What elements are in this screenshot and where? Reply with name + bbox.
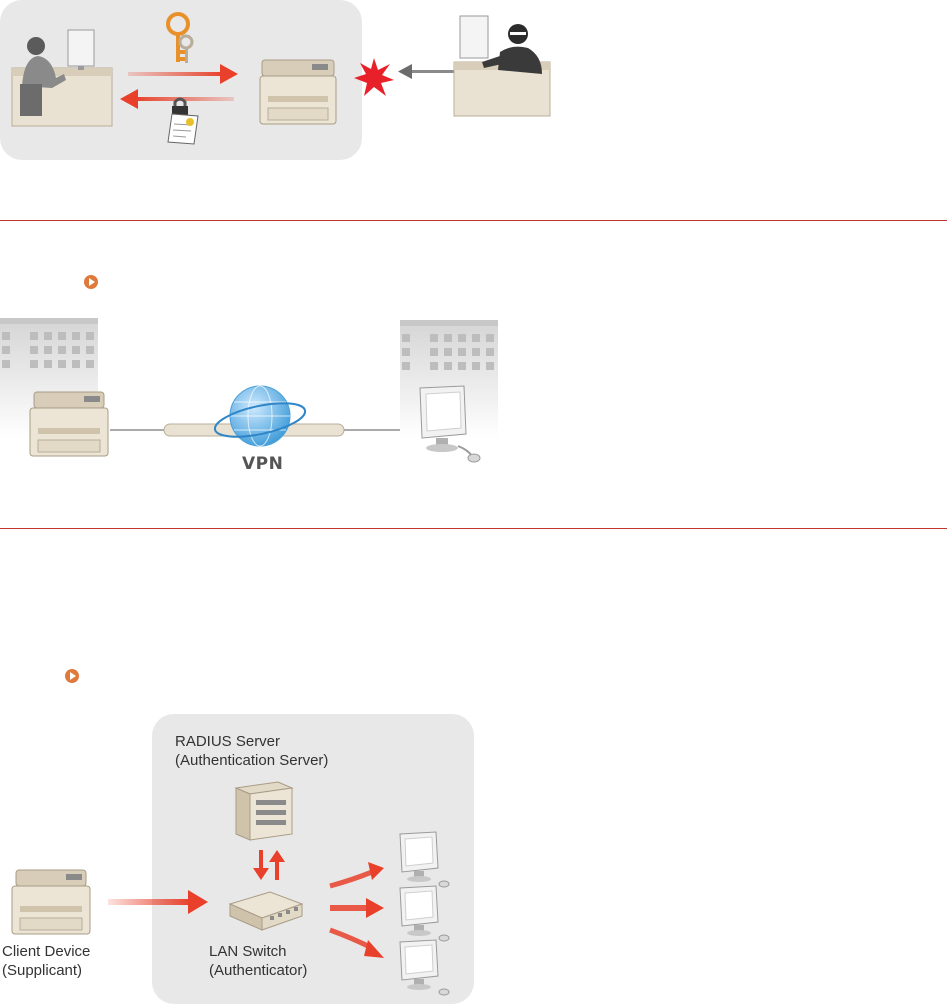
server-icon — [234, 781, 294, 841]
lan-switch-icon — [228, 891, 304, 931]
computer-monitor-icon — [399, 885, 450, 942]
send-arrow-icon — [128, 64, 238, 84]
attacker-at-desk-icon — [453, 15, 551, 117]
lan-switch-sublabel: (Authenticator) — [209, 962, 308, 979]
printer-icon — [259, 59, 337, 125]
vpn-label: VPN — [242, 454, 284, 474]
computer-monitor-icon — [399, 939, 450, 996]
client-device-sublabel: (Supplicant) — [2, 962, 83, 979]
keys-icon — [166, 12, 194, 63]
lan-distribution-arrows-icon — [329, 862, 384, 958]
printer-icon — [11, 869, 91, 935]
lan-switch-label: LAN Switch — [209, 943, 287, 960]
connect-arrow-icon — [108, 890, 208, 914]
radius-server-sublabel: (Authentication Server) — [175, 752, 329, 769]
request-response-arrows-icon — [253, 850, 285, 880]
user-at-desk-icon — [11, 29, 113, 127]
internet-globe-icon — [213, 385, 307, 447]
computer-monitor-icon — [399, 831, 450, 888]
computer-monitor-icon — [419, 385, 481, 463]
client-device-label: Client Device — [2, 943, 91, 960]
certificate-icon — [167, 113, 199, 145]
link-arrow-icon[interactable] — [65, 669, 79, 683]
attack-arrow-icon — [398, 64, 454, 79]
blocked-burst-icon — [354, 58, 394, 96]
link-arrow-icon[interactable] — [84, 275, 98, 289]
radius-server-label: RADIUS Server — [175, 733, 281, 750]
section-divider — [0, 220, 947, 221]
section-divider — [0, 528, 947, 529]
printer-icon — [29, 391, 109, 457]
